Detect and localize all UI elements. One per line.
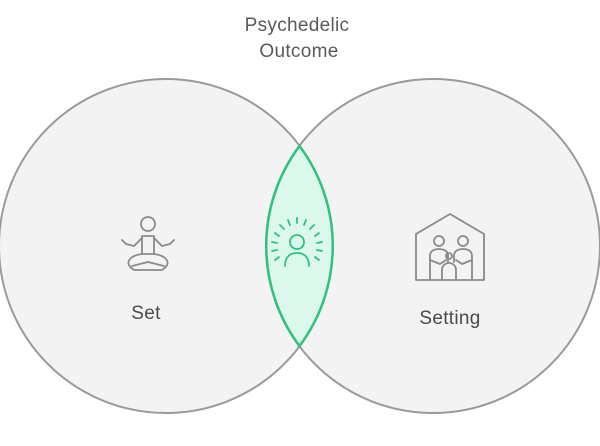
set-label: Set [131, 303, 161, 324]
family-house-icon [415, 213, 485, 281]
diagram-title-line-1: Psychedelic [245, 15, 350, 36]
diagram-title-line-2: Outcome [259, 41, 338, 62]
radiant-person-icon [271, 217, 323, 267]
overlap-outline [265, 143, 334, 349]
meditation-icon [121, 216, 175, 271]
setting-label: Setting [419, 308, 480, 329]
